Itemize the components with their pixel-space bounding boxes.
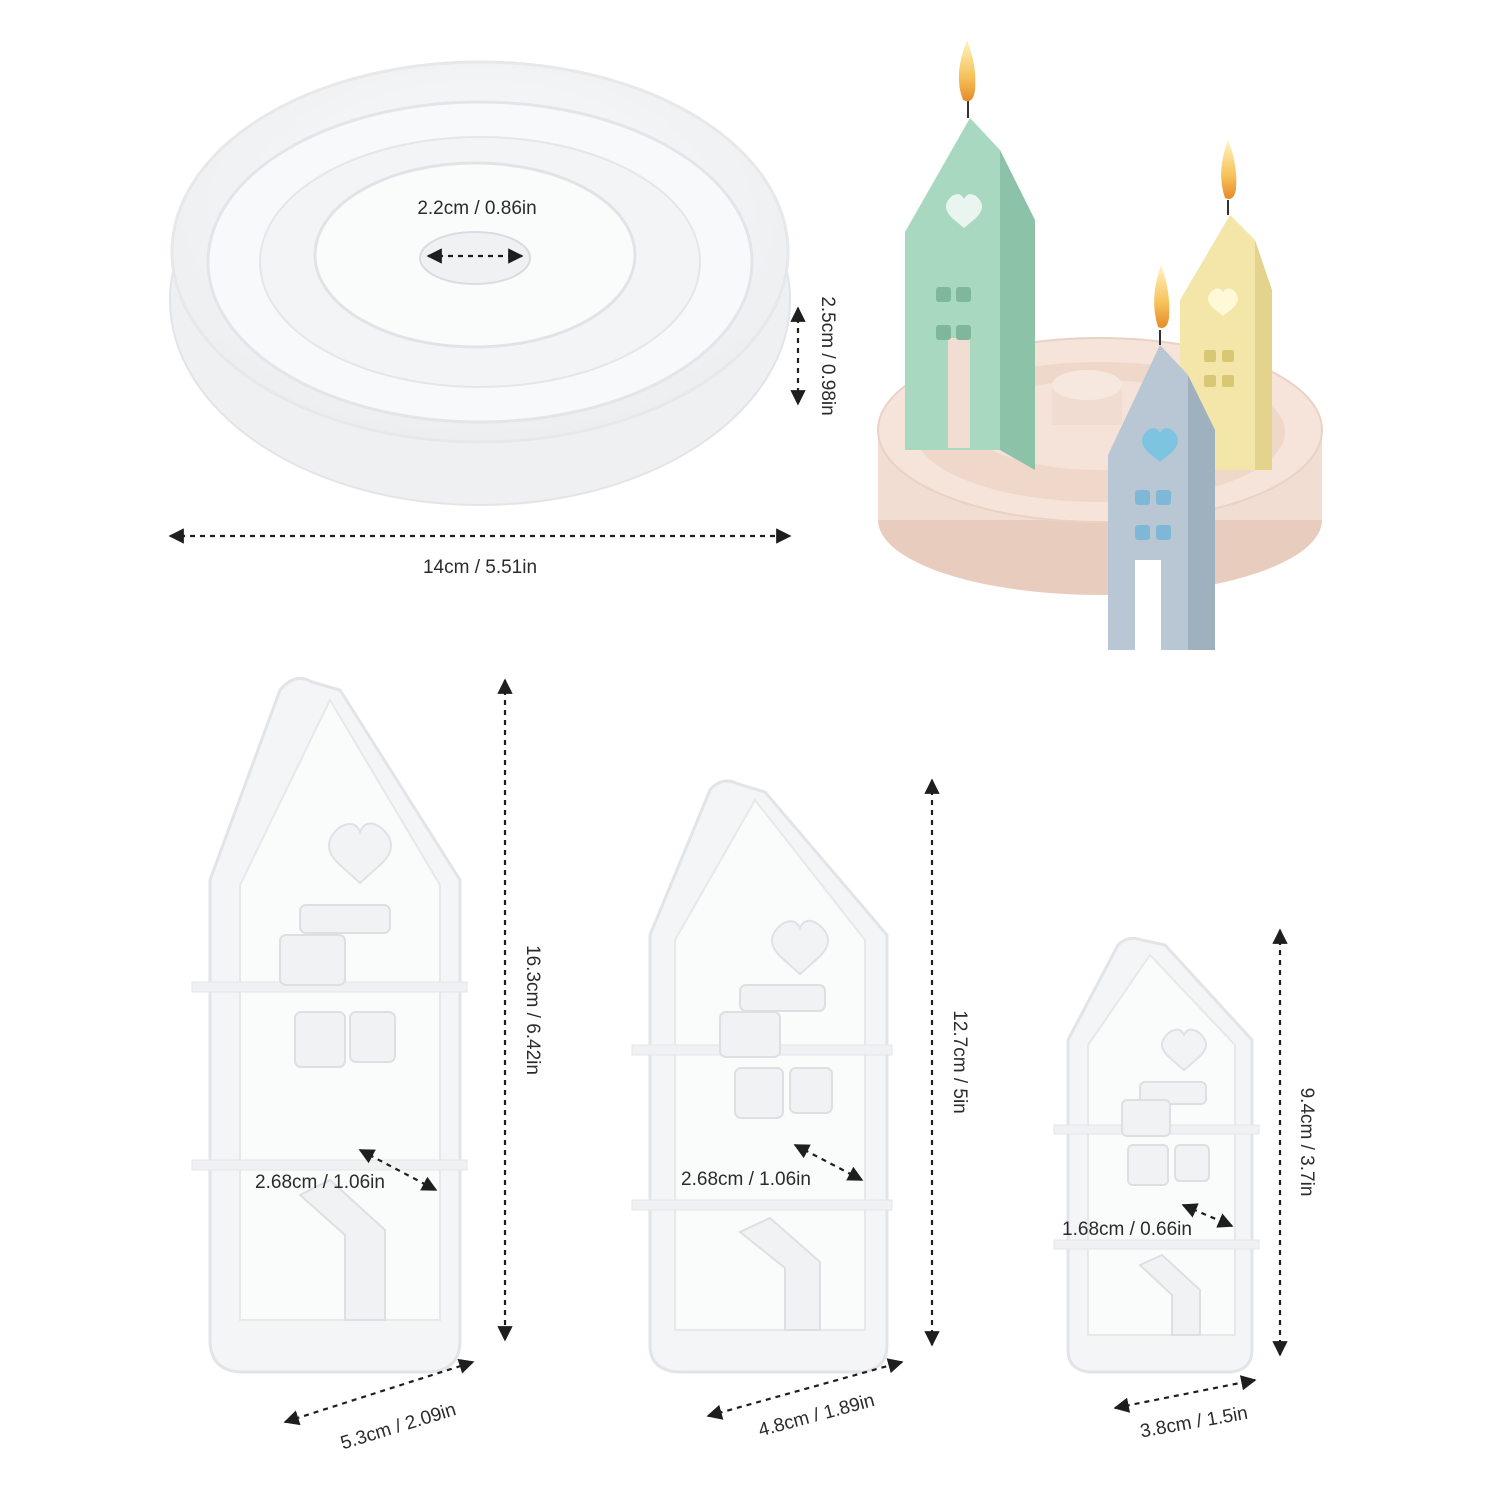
house-mold-small (1053, 936, 1260, 1374)
small-width-line (1113, 1375, 1257, 1413)
blue-house-candle (1108, 265, 1215, 650)
house-mold-medium (631, 779, 893, 1374)
large-depth-line (358, 1149, 438, 1191)
green-house-candle (905, 40, 1035, 470)
small-depth-label: 1.68cm / 0.66in (1062, 1219, 1192, 1240)
small-depth-line (1181, 1203, 1234, 1228)
medium-width-label: 4.8cm / 1.89in (756, 1390, 877, 1441)
medium-depth-line (793, 1144, 864, 1181)
small-width-label: 3.8cm / 1.5in (1139, 1403, 1250, 1443)
large-width-label: 5.3cm / 2.09in (338, 1399, 458, 1454)
candle-houses-photo (877, 40, 1323, 650)
medium-depth-label: 2.68cm / 1.06in (681, 1169, 811, 1190)
tray-height-label: 2.5cm / 0.98in (817, 296, 838, 415)
small-height-label: 9.4cm / 3.7in (1296, 1088, 1317, 1197)
medium-height-label: 12.7cm / 5in (949, 1010, 970, 1114)
tray-hole-label: 2.2cm / 0.86in (417, 198, 536, 219)
large-width-line (283, 1358, 475, 1426)
large-height-label: 16.3cm / 6.42in (522, 945, 543, 1075)
house-mold-large (191, 676, 468, 1374)
round-tray-mold (169, 60, 791, 506)
medium-width-line (706, 1358, 904, 1420)
large-depth-label: 2.68cm / 1.06in (255, 1172, 385, 1193)
tray-diameter-label: 14cm / 5.51in (423, 557, 537, 578)
